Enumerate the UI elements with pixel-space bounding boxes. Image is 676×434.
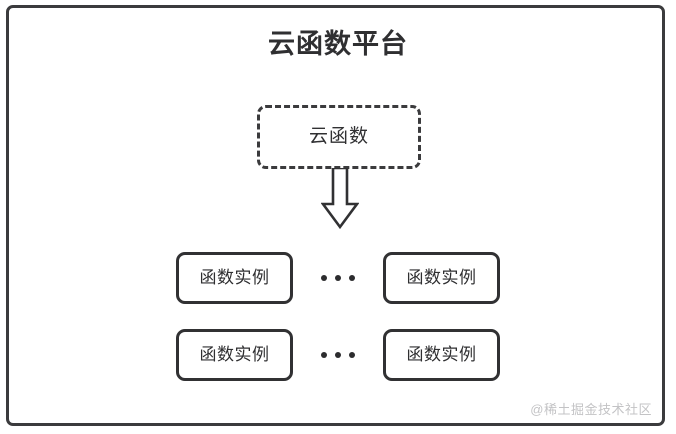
ellipsis-dot	[349, 352, 355, 358]
ellipsis-icon	[293, 329, 383, 381]
function-instance-box: 函数实例	[383, 252, 500, 304]
ellipsis-dot	[335, 275, 341, 281]
ellipsis-dot	[321, 275, 327, 281]
function-instance-box: 函数实例	[176, 252, 293, 304]
cloud-function-node: 云函数	[257, 105, 421, 169]
down-arrow-icon	[321, 168, 359, 230]
ellipsis-dot	[321, 352, 327, 358]
page-title: 云函数平台	[268, 29, 408, 59]
watermark: @稀土掘金技术社区	[530, 402, 652, 417]
instance-row: 函数实例 函数实例	[0, 329, 676, 381]
ellipsis-icon	[293, 252, 383, 304]
cloud-function-node-label: 云函数	[308, 126, 369, 147]
function-instance-box: 函数实例	[383, 329, 500, 381]
function-instance-label: 函数实例	[406, 345, 477, 364]
ellipsis-dot	[349, 275, 355, 281]
function-instance-label: 函数实例	[199, 268, 270, 287]
function-instance-box: 函数实例	[176, 329, 293, 381]
function-instance-label: 函数实例	[199, 345, 270, 364]
function-instance-label: 函数实例	[406, 268, 477, 287]
instance-row: 函数实例 函数实例	[0, 252, 676, 304]
ellipsis-dot	[335, 352, 341, 358]
